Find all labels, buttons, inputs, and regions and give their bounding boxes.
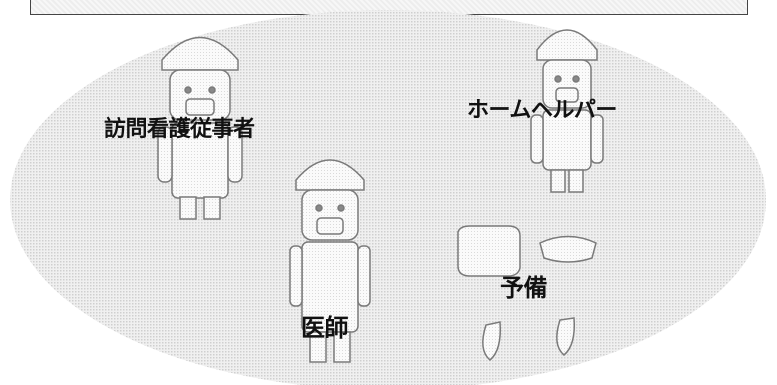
helper-label: ホームヘルパー [467,98,617,123]
doctor-figure [289,159,371,363]
helper-figure [530,29,604,193]
background-oval [10,10,766,385]
spare-equipment [457,225,597,361]
nurse-figure [157,36,243,220]
spare-label: 予備 [500,274,548,302]
doctor-label: 医師 [301,314,349,342]
nurse-label: 訪問看護従事者 [104,117,255,142]
